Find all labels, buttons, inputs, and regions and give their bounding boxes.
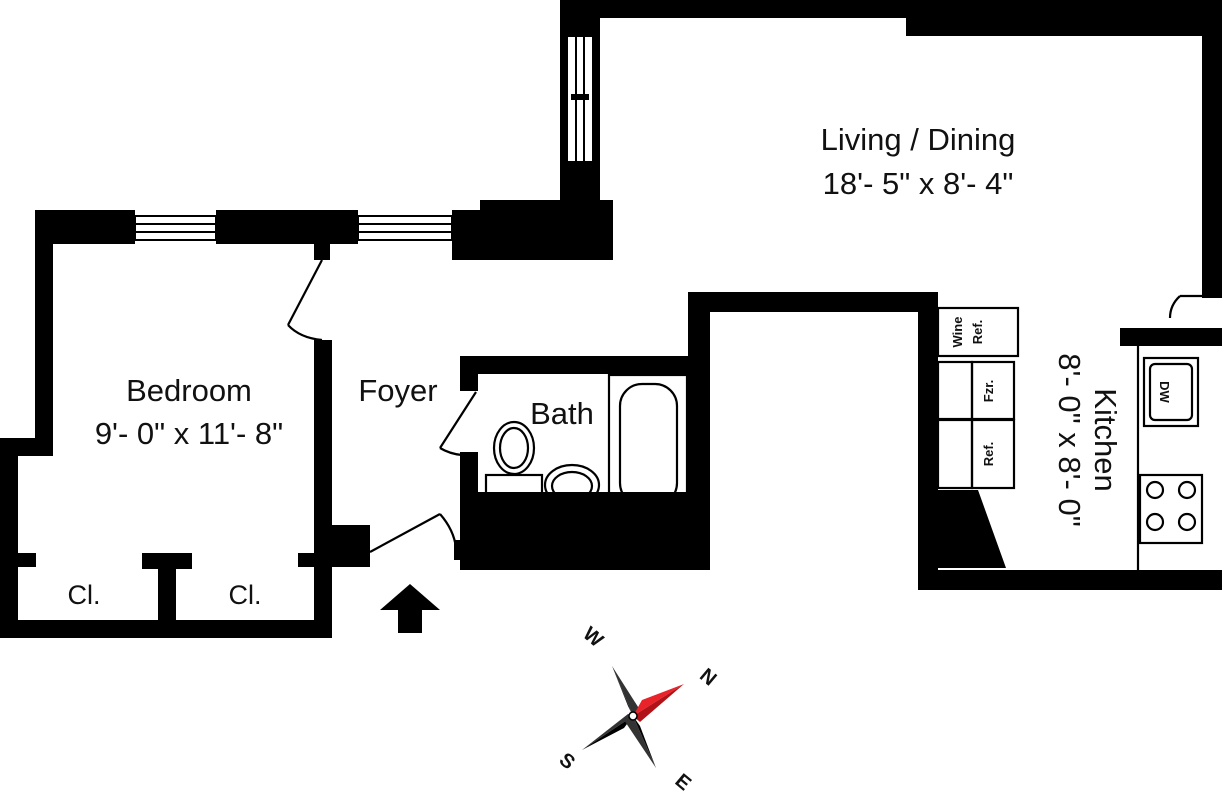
compass-north-label: N	[695, 664, 720, 690]
bath-name: Bath	[530, 396, 594, 431]
bedroom-name: Bedroom	[126, 373, 252, 408]
dishwasher-label: DW	[1157, 381, 1172, 403]
living-dining-size: 18'- 5" x 8'- 4"	[823, 166, 1014, 201]
compass-rose-icon: N W S E	[555, 623, 721, 795]
doors	[287, 259, 1202, 553]
kitchen-size: 8'- 0" x 8'- 0"	[1052, 353, 1087, 526]
kitchen-name: Kitchen	[1088, 388, 1123, 491]
compass-south-label: S	[555, 749, 579, 774]
wine-ref-label-line1: Wine	[950, 317, 965, 348]
bedroom-size: 9'- 0" x 11'- 8"	[95, 416, 283, 451]
closet-label-right: Cl.	[229, 580, 262, 610]
compass-east-label: E	[671, 770, 695, 795]
kitchen-appliances	[936, 306, 1204, 570]
windows	[134, 35, 594, 241]
compass-west-label: W	[579, 623, 608, 652]
freezer-label: Fzr.	[981, 380, 996, 402]
wine-ref-label-line2: Ref.	[970, 320, 985, 345]
foyer-name: Foyer	[358, 373, 437, 408]
walls	[0, 0, 1222, 638]
entry-arrow-icon	[380, 584, 440, 633]
bath-fixtures	[484, 373, 689, 515]
refrigerator-label: Ref.	[981, 442, 996, 467]
room-labels: Living / Dining 18'- 5" x 8'- 4" Bedroom…	[68, 122, 1124, 610]
appliance-labels: Wine Ref. Fzr. Ref. DW	[950, 317, 1172, 467]
living-dining-name: Living / Dining	[821, 122, 1016, 157]
closet-label-left: Cl.	[68, 580, 101, 610]
